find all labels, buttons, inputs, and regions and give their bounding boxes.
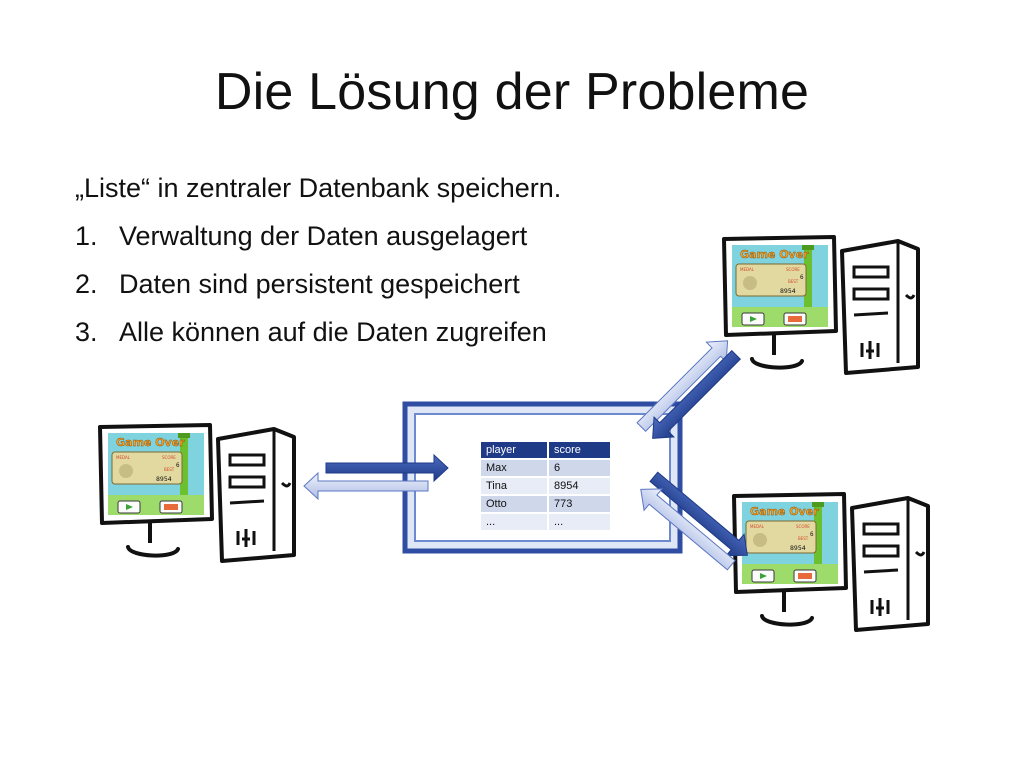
score-cell: ... [547, 512, 612, 532]
client-computer-bottom-right [732, 492, 930, 632]
score-cell: 773 [547, 494, 612, 514]
table-header-row: player score [479, 440, 612, 460]
player-cell: ... [479, 512, 549, 532]
bullet-number: 1. [75, 221, 98, 251]
bullet-number: 2. [75, 269, 98, 299]
bullet-intro: „Liste“ in zentraler Datenbank speichern… [75, 173, 562, 203]
table-row: Max 6 [479, 458, 612, 478]
player-cell: Max [479, 458, 549, 478]
column-header-score: score [547, 440, 612, 460]
slide-title: Die Lösung der Probleme [214, 63, 810, 121]
table-row: Tina 8954 [479, 476, 612, 496]
database-table: player score Max 6 Tina 8954 Otto 773 ..… [479, 440, 612, 532]
player-cell: Otto [479, 494, 549, 514]
bullet-item: 1. Verwaltung der Daten ausgelagert [75, 220, 675, 268]
client-computer-top-right [722, 235, 920, 375]
bullet-list: „Liste“ in zentraler Datenbank speichern… [75, 172, 675, 364]
sync-arrow-left [303, 453, 449, 501]
bullet-text: Verwaltung der Daten ausgelagert [119, 221, 528, 251]
table-row: Otto 773 [479, 494, 612, 514]
score-cell: 8954 [547, 476, 612, 496]
bullet-item: 2. Daten sind persistent gespeichert [75, 268, 675, 316]
bullet-number: 3. [75, 317, 98, 347]
sync-arrow-bottom-right [640, 471, 748, 571]
sync-arrow-top-right [636, 340, 742, 439]
table-row: ... ... [479, 512, 612, 532]
bullet-item: 3. Alle können auf die Daten zugreifen [75, 316, 675, 364]
column-header-player: player [479, 440, 549, 460]
bullet-text: Daten sind persistent gespeichert [119, 269, 520, 299]
client-computer-left [98, 423, 296, 563]
player-cell: Tina [479, 476, 549, 496]
score-cell: 6 [547, 458, 612, 478]
bullet-text: Alle können auf die Daten zugreifen [119, 317, 547, 347]
